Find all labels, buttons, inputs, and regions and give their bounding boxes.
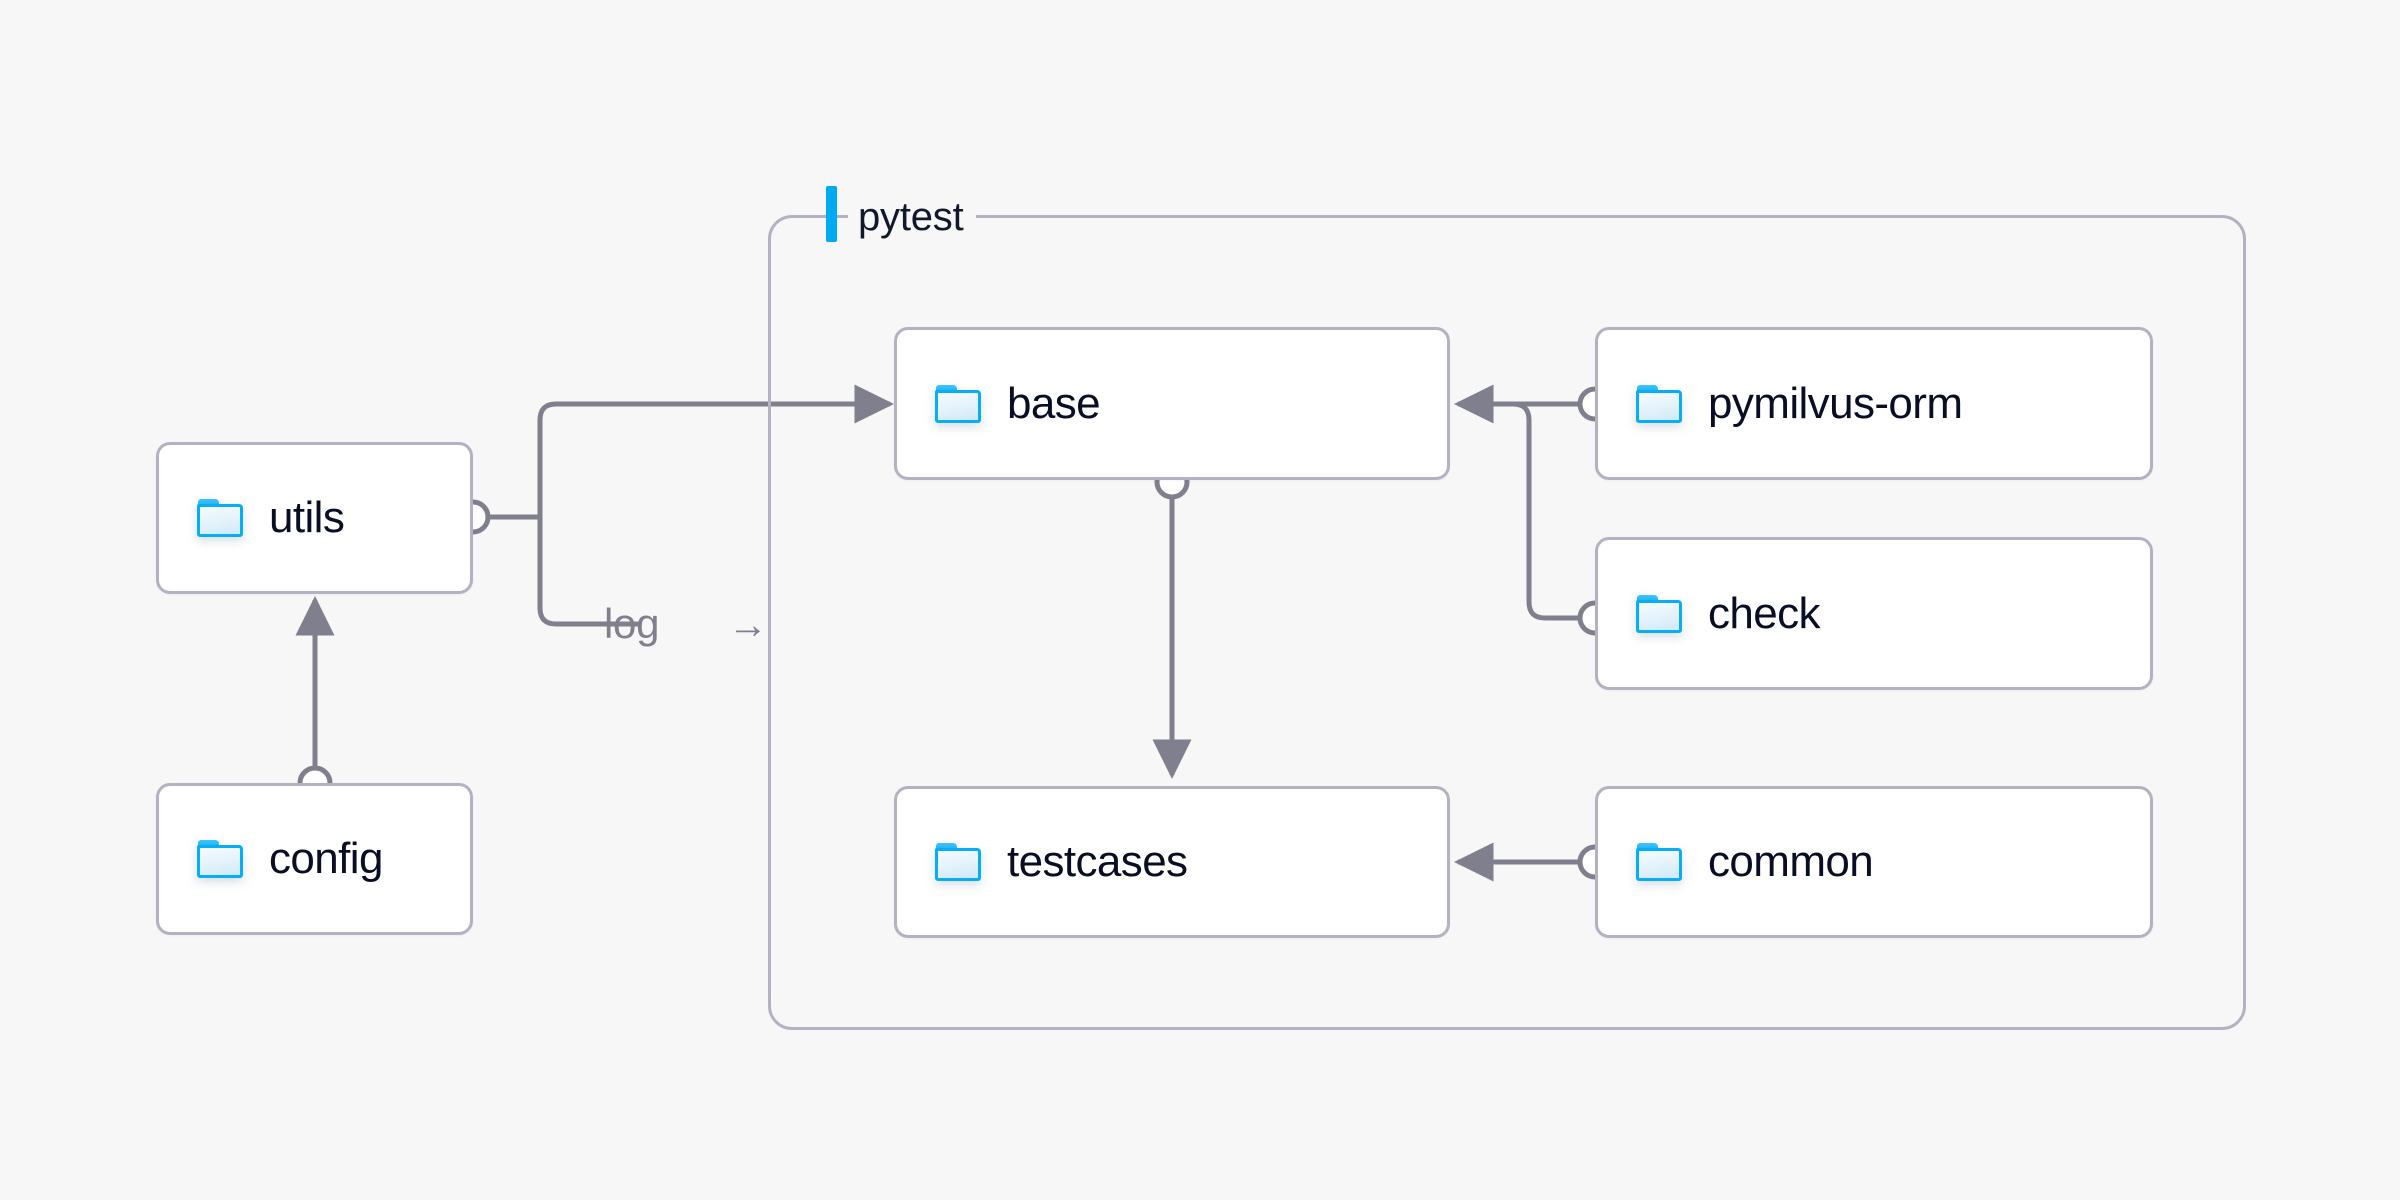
node-pymilvus-orm[interactable]: pymilvus-orm <box>1595 327 2153 480</box>
folder-icon <box>197 499 243 537</box>
folder-icon <box>197 840 243 878</box>
node-config[interactable]: config <box>156 783 473 935</box>
edge-label-log: log <box>604 600 660 647</box>
node-testcases[interactable]: testcases <box>894 786 1450 938</box>
node-label: check <box>1708 588 1821 638</box>
node-label: pymilvus-orm <box>1708 378 1963 428</box>
edge-label-log-arrow: → <box>728 603 768 647</box>
folder-icon <box>935 843 981 881</box>
group-pytest[interactable] <box>768 215 2246 1030</box>
node-label: utils <box>269 493 345 542</box>
node-common[interactable]: common <box>1595 786 2153 938</box>
group-title-pytest: pytest <box>848 197 976 237</box>
node-label: config <box>269 834 383 883</box>
node-base[interactable]: base <box>894 327 1450 480</box>
node-label: testcases <box>1007 837 1188 886</box>
folder-icon <box>935 384 981 423</box>
node-label: common <box>1708 837 1874 886</box>
folder-icon <box>1636 843 1682 881</box>
folder-icon <box>1636 384 1682 423</box>
node-check[interactable]: check <box>1595 537 2153 690</box>
group-accent-bar <box>826 186 837 242</box>
node-utils[interactable]: utils <box>156 442 473 594</box>
node-label: base <box>1007 378 1101 428</box>
folder-icon <box>1636 594 1682 633</box>
